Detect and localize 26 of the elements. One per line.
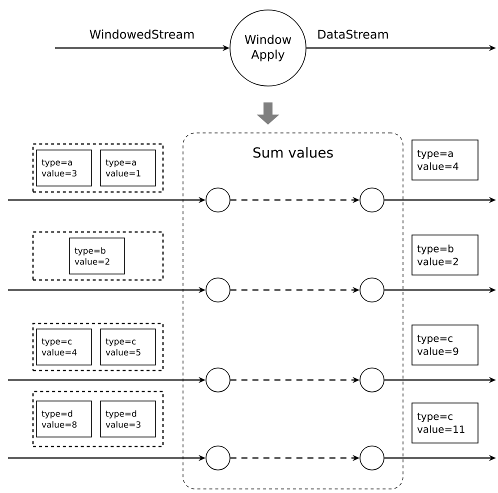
window-box: Sum values xyxy=(182,132,404,490)
circle-node xyxy=(206,278,230,302)
record-box: type=c value=4 xyxy=(36,328,92,366)
circle-node xyxy=(360,278,384,302)
circle-node xyxy=(360,188,384,212)
edge-label: DataStream xyxy=(318,30,388,39)
record-group xyxy=(32,143,164,193)
record-box: type=a value=3 xyxy=(36,150,92,186)
record-box: type=b value=2 xyxy=(69,238,125,274)
result-box: type=c value=11 xyxy=(412,402,478,444)
circle-node xyxy=(360,368,384,392)
result-box: type=c value=9 xyxy=(412,324,478,366)
result-box: type=a value=4 xyxy=(412,140,478,180)
record-box: type=d value=8 xyxy=(36,400,92,438)
circle-node xyxy=(360,446,384,470)
result-box: type=b value=2 xyxy=(412,234,478,276)
circle-node xyxy=(206,188,230,212)
edge-label: WindowedStream xyxy=(90,30,194,39)
record-box: type=a value=1 xyxy=(100,150,156,186)
circle-node xyxy=(206,368,230,392)
record-box: type=c value=5 xyxy=(100,328,156,366)
circle-node xyxy=(206,446,230,470)
record-group xyxy=(32,390,164,448)
record-group xyxy=(32,322,164,372)
record-group xyxy=(32,231,164,281)
record-box: type=d value=3 xyxy=(100,400,156,438)
